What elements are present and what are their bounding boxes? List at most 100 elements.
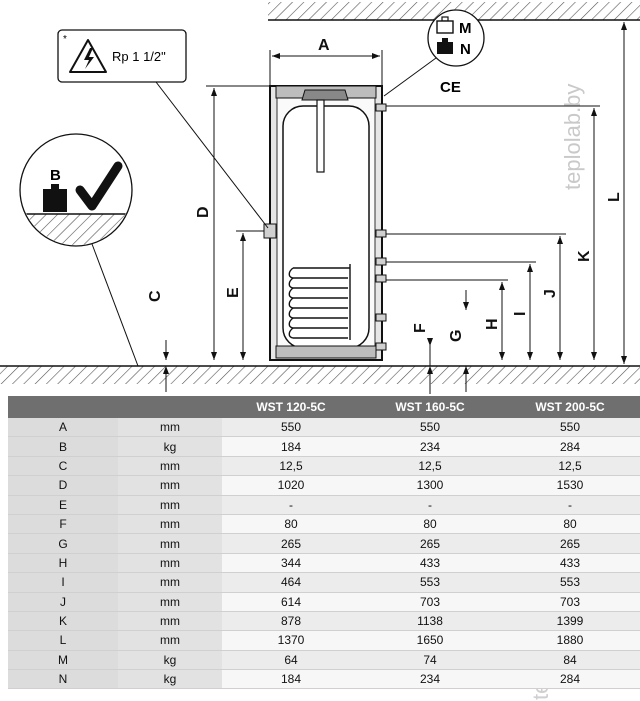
value-cell: 64 [222,650,360,671]
unit-cell: mm [118,418,222,438]
dim-label-f: F [412,323,429,333]
dimension-e: E [225,230,264,360]
dimension-j: J [386,233,566,360]
checkmark-icon [75,161,123,211]
dim-label-k: K [576,250,593,262]
weight-label-b: B [50,167,61,184]
weight-legend: M N CE [383,9,485,97]
value-cell: 433 [360,553,500,574]
param-cell: E [8,495,118,515]
weight-icon [43,184,67,212]
value-cell: 284 [500,669,640,690]
value-cell: 614 [222,592,360,612]
value-cell: 464 [222,572,360,593]
unit-cell: mm [118,592,222,612]
dimension-g: G [448,290,469,392]
electrical-warning-box: * Rp 1 1/2" [57,29,269,229]
param-cell: A [8,418,118,438]
value-cell: - [500,495,640,515]
value-cell: 1399 [500,611,640,632]
value-cell: 184 [222,669,360,690]
dimension-c: C [147,290,169,392]
value-cell: 80 [500,514,640,535]
header-param [8,396,118,418]
header-unit [118,396,222,418]
value-cell: 550 [360,418,500,438]
table-header: WST 120-5C WST 160-5C WST 200-5C [8,396,640,418]
empty-weight-icon [436,16,454,34]
header-wst120: WST 120-5C [222,396,360,418]
param-cell: G [8,533,118,554]
dim-label-h: H [484,318,501,330]
value-cell: 234 [360,669,500,690]
unit-cell: mm [118,611,222,632]
value-cell: 550 [500,418,640,438]
dimension-d: D [195,85,270,360]
param-cell: N [8,669,118,690]
param-cell: K [8,611,118,632]
dim-label-a: A [318,37,330,54]
dim-label-e: E [225,287,242,298]
connection-size: Rp 1 1/2" [112,49,166,64]
value-cell: 12,5 [360,456,500,477]
value-cell: 1138 [360,611,500,632]
unit-cell: kg [118,436,222,457]
tank-dimension-diagram: A D C E F G [0,2,640,394]
value-cell: 703 [360,592,500,612]
weight-key-m: M [459,20,472,37]
dim-label-g: G [448,330,465,342]
dim-label-d: D [195,206,212,218]
param-cell: M [8,650,118,671]
dimension-i: I [386,261,536,360]
value-cell: 433 [500,553,640,574]
value-cell: - [222,495,360,515]
param-cell: L [8,630,118,651]
unit-cell: kg [118,669,222,690]
dimension-k: K [386,105,600,360]
dim-label-i: I [512,312,529,316]
unit-cell: mm [118,533,222,554]
value-cell: 12,5 [222,456,360,477]
unit-cell: mm [118,495,222,515]
param-cell: I [8,572,118,593]
weight-key-n: N [460,41,471,58]
param-cell: H [8,553,118,574]
value-cell: 1530 [500,475,640,496]
heat-exchanger-coil [288,264,351,340]
dim-label-l: L [606,192,623,202]
dim-label-j: J [542,289,559,298]
dimension-l: L [606,22,627,364]
unit-cell: mm [118,514,222,535]
warning-asterisk: * [63,34,67,45]
value-cell: 184 [222,436,360,457]
value-cell: 265 [500,533,640,554]
value-cell: 265 [222,533,360,554]
header-wst200: WST 200-5C [500,396,640,418]
unit-cell: mm [118,553,222,574]
value-cell: 80 [222,514,360,535]
dim-label-c: C [147,290,164,302]
value-cell: 84 [500,650,640,671]
value-cell: 553 [500,572,640,593]
dimension-h: H [386,279,508,360]
ce-mark: CE [440,79,461,96]
value-cell: 344 [222,553,360,574]
unit-cell: mm [118,572,222,593]
param-cell: J [8,592,118,612]
value-cell: 12,5 [500,456,640,477]
param-cell: C [8,456,118,477]
unit-cell: mm [118,630,222,651]
